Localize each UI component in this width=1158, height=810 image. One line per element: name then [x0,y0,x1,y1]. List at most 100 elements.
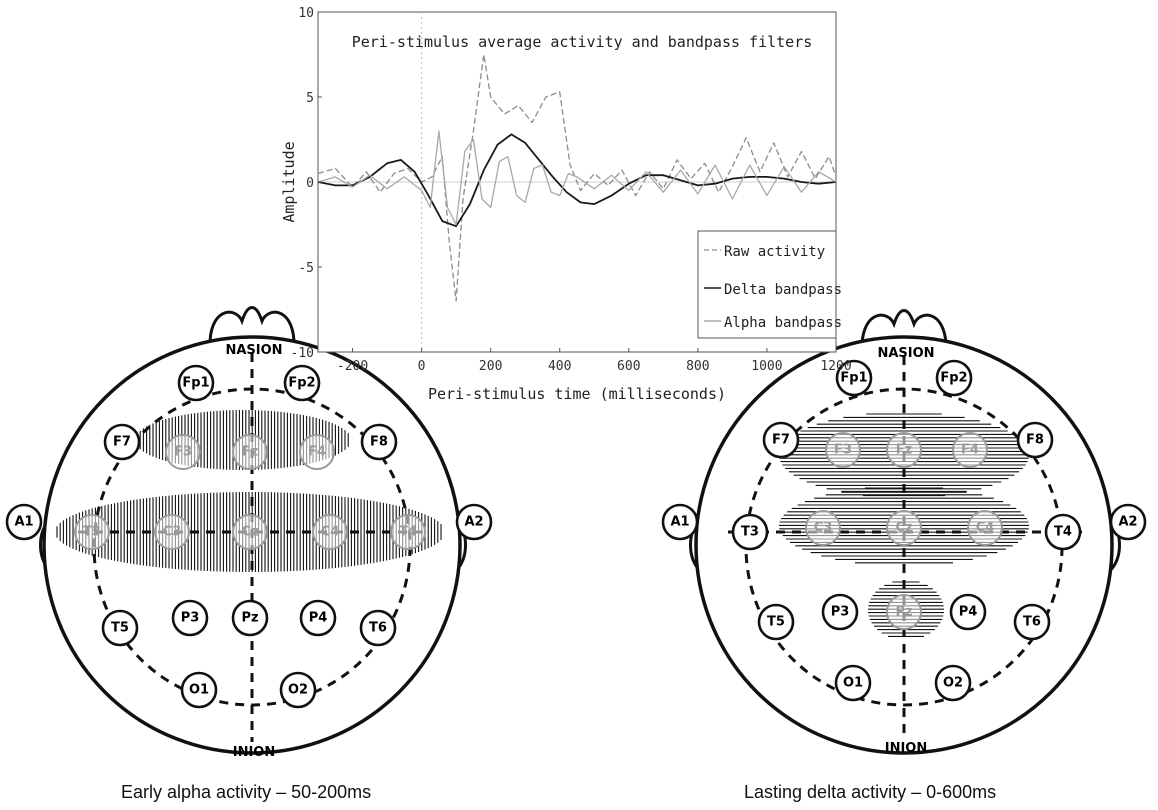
y-tick-label: 0 [306,176,314,191]
series-line-2 [318,130,836,226]
electrode-o1: O1 [834,664,872,702]
electrode-marker [455,503,493,541]
electrode-marker [934,664,972,702]
electrode-marker [967,510,1003,546]
electrode-label: C4 [976,521,995,536]
electrode-marker [154,514,190,550]
electrode-p4: P4 [299,599,337,637]
electrode-o1: O1 [180,671,218,709]
electrode-marker [101,609,139,647]
electrode-f8: F8 [360,423,398,461]
electrode-label: Pz [241,611,258,626]
electrode-label: A1 [670,515,689,530]
electrode-marker [805,510,841,546]
series-group [318,53,836,302]
inion-label: INION [233,745,276,760]
series-line-1 [318,133,836,228]
electrode-label: T3 [83,525,101,540]
electrode-marker [886,594,922,630]
electrode-label: T4 [1054,525,1072,540]
electrode-a2: A2 [1109,503,1147,541]
electrode-label: F4 [308,445,326,460]
electrode-marker [74,514,110,550]
electrode-f3: F3 [825,432,861,468]
electrode-c3: C3 [805,510,841,546]
electrode-t5: T5 [757,603,795,641]
electrode-t3: T3 [74,514,110,550]
series-line-0 [318,53,836,302]
electrode-marker [232,434,268,470]
electrode-label: T4 [399,525,417,540]
electrode-label: T6 [1023,615,1041,630]
electrode-marker [731,513,769,551]
electrode-label: Fp1 [840,371,867,386]
electrode-marker [952,432,988,468]
electrode-marker [825,432,861,468]
y-tick-label: -10 [291,346,314,361]
electrode-t6: T6 [1013,603,1051,641]
x-tick-label: 600 [617,359,640,374]
electrode-label: O1 [189,683,209,698]
electrode-label: O2 [943,676,963,691]
electrode-label: C3 [814,521,833,536]
electrode-fz: Fz [886,432,922,468]
electrode-label: A1 [14,515,33,530]
x-tick-label: 400 [548,359,571,374]
electrode-marker [835,359,873,397]
electrode-cz: Cz [232,514,268,550]
x-tick-label: -200 [337,359,368,374]
electrode-c3: C3 [154,514,190,550]
electrode-f4: F4 [952,432,988,468]
electrode-label: F8 [1026,433,1044,448]
y-axis-label: Amplitude [280,141,298,222]
electrode-label: F3 [834,443,852,458]
electrode-fp1: Fp1 [835,359,873,397]
x-tick-label: 1200 [820,359,851,374]
legend-label-alpha: Alpha bandpass [724,315,842,331]
electrode-label: F7 [772,433,790,448]
electrode-label: Pz [895,605,912,620]
x-tick-label: 0 [418,359,426,374]
electrode-marker [231,599,269,637]
electrode-marker [283,364,321,402]
chart-title: Peri-stimulus average activity and bandp… [352,33,813,51]
electrode-label: F7 [113,435,131,450]
electrode-label: T6 [369,621,387,636]
caption-alpha: Early alpha activity – 50-200ms [121,782,372,802]
y-tick-label: 5 [306,91,314,106]
y-tick-label: 10 [298,6,314,21]
legend-label-raw: Raw activity [724,244,825,260]
nasion-label: NASION [225,343,282,358]
electrode-a1: A1 [5,503,43,541]
electrode-label: P3 [831,605,850,620]
electrode-f7: F7 [103,423,141,461]
electrode-t3: T3 [731,513,769,551]
electrode-fp1: Fp1 [177,364,215,402]
electrode-a2: A2 [455,503,493,541]
electrode-f4: F4 [299,434,335,470]
electrode-marker [949,593,987,631]
electrode-cz: Cz [886,510,922,546]
electrode-c4: C4 [967,510,1003,546]
electrode-marker [757,603,795,641]
electrode-marker [821,593,859,631]
electrode-marker [1109,503,1147,541]
electrode-label: F4 [961,443,979,458]
electrode-marker [165,434,201,470]
electrode-t4: T4 [1044,513,1082,551]
legend-label-delta: Delta bandpass [724,282,842,298]
electrode-marker [661,503,699,541]
electrode-marker [359,609,397,647]
x-tick-label: 800 [686,359,709,374]
chart-legend: Raw activity Delta bandpass Alpha bandpa… [697,230,842,339]
electrode-label: C3 [163,525,182,540]
electrode-t4: T4 [390,514,426,550]
electrode-fp2: Fp2 [283,364,321,402]
electrode-marker [299,434,335,470]
electrode-marker [103,423,141,461]
electrode-label: Cz [241,525,258,540]
electrode-marker [5,503,43,541]
nasion-label: NASION [877,346,934,361]
